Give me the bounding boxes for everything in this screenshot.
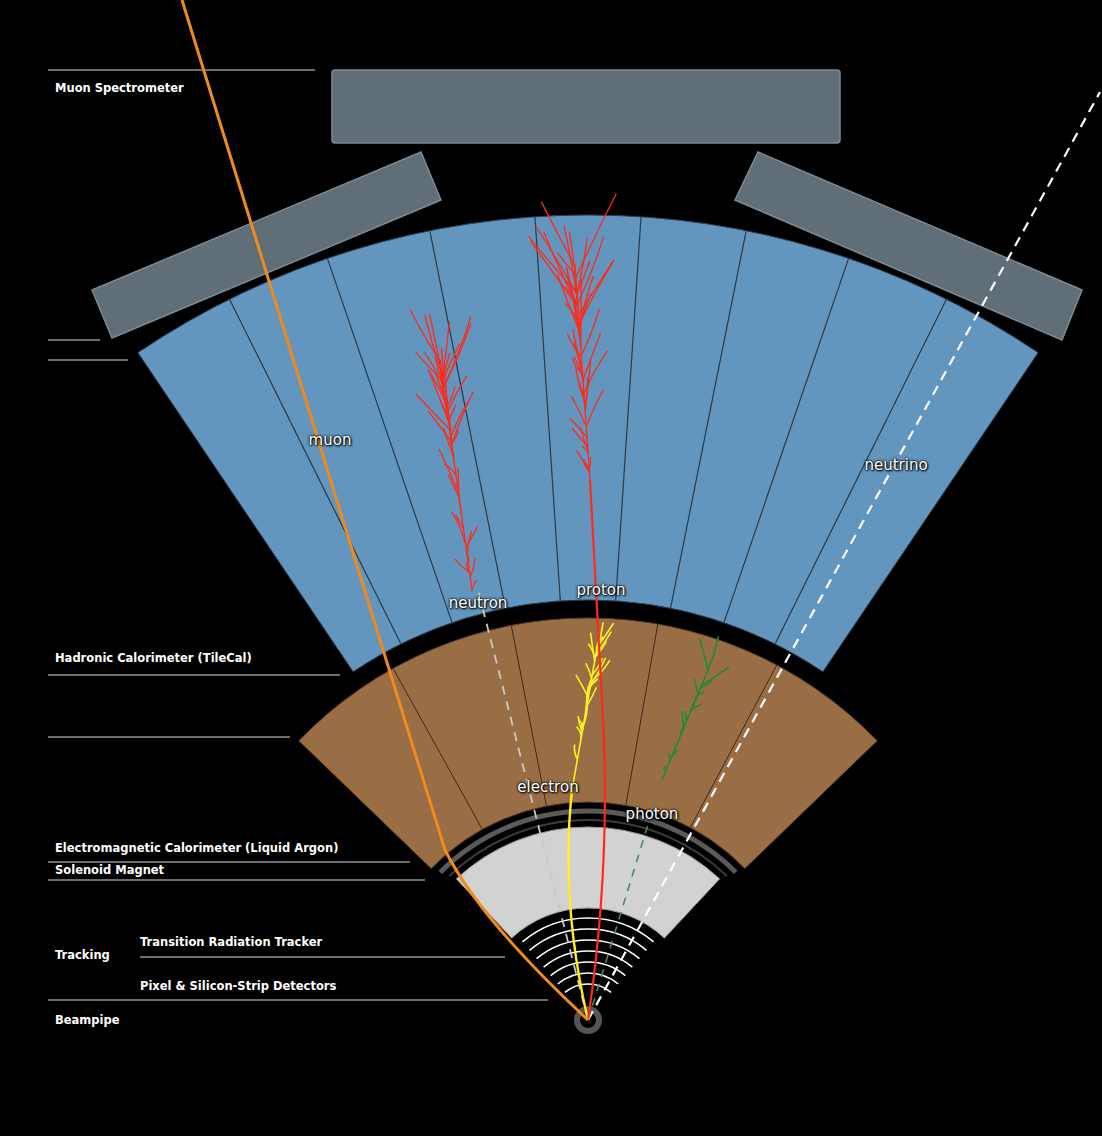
section-label: Transition Radiation Tracker: [140, 935, 322, 949]
photon-track: [588, 818, 650, 1020]
neutron-track: [478, 590, 588, 1020]
particle-label: electron: [517, 778, 578, 796]
muon-track: [182, 0, 588, 1020]
section-label: Solenoid Magnet: [55, 863, 164, 877]
proton-track: [588, 480, 605, 1020]
section-label: Tracking: [55, 948, 110, 962]
particle-shower: [411, 310, 478, 590]
silicon-layer: [544, 951, 633, 967]
em-division: [393, 668, 482, 829]
tile-division: [230, 299, 401, 644]
particle-label: proton: [576, 581, 625, 599]
em-division: [626, 624, 658, 805]
particle-label: photon: [626, 805, 679, 823]
particle-shower: [662, 637, 729, 780]
tile-division: [724, 258, 849, 622]
section-label: Pixel & Silicon-Strip Detectors: [140, 979, 336, 993]
particle-label: muon: [309, 431, 352, 449]
tile-division: [430, 231, 506, 608]
section-label: Hadronic Calorimeter (TileCal): [55, 651, 252, 665]
particle-label: neutron: [449, 594, 508, 612]
particle-label: neutrino: [864, 456, 927, 474]
transition-radiation-tracker: [456, 827, 719, 938]
tile-division: [535, 217, 560, 601]
silicon-layer: [565, 984, 611, 992]
leader-lines: [48, 70, 548, 1000]
tile-division: [616, 217, 641, 601]
particle-shower: [569, 623, 613, 790]
tile-division: [671, 231, 747, 608]
muon-spectrometer: [92, 70, 1082, 340]
particle-shower: [529, 194, 617, 480]
neutrino-track: [588, 92, 1100, 1020]
em-division: [690, 665, 776, 827]
section-label: Electromagnetic Calorimeter (Liquid Argo…: [55, 841, 338, 855]
section-label: Muon Spectrometer: [55, 81, 184, 95]
section-label: Beampipe: [55, 1013, 120, 1027]
electron-track: [568, 790, 588, 1020]
tile-division: [775, 299, 946, 644]
hadronic-calorimeter: [138, 215, 1038, 672]
silicon-layer: [530, 929, 647, 950]
